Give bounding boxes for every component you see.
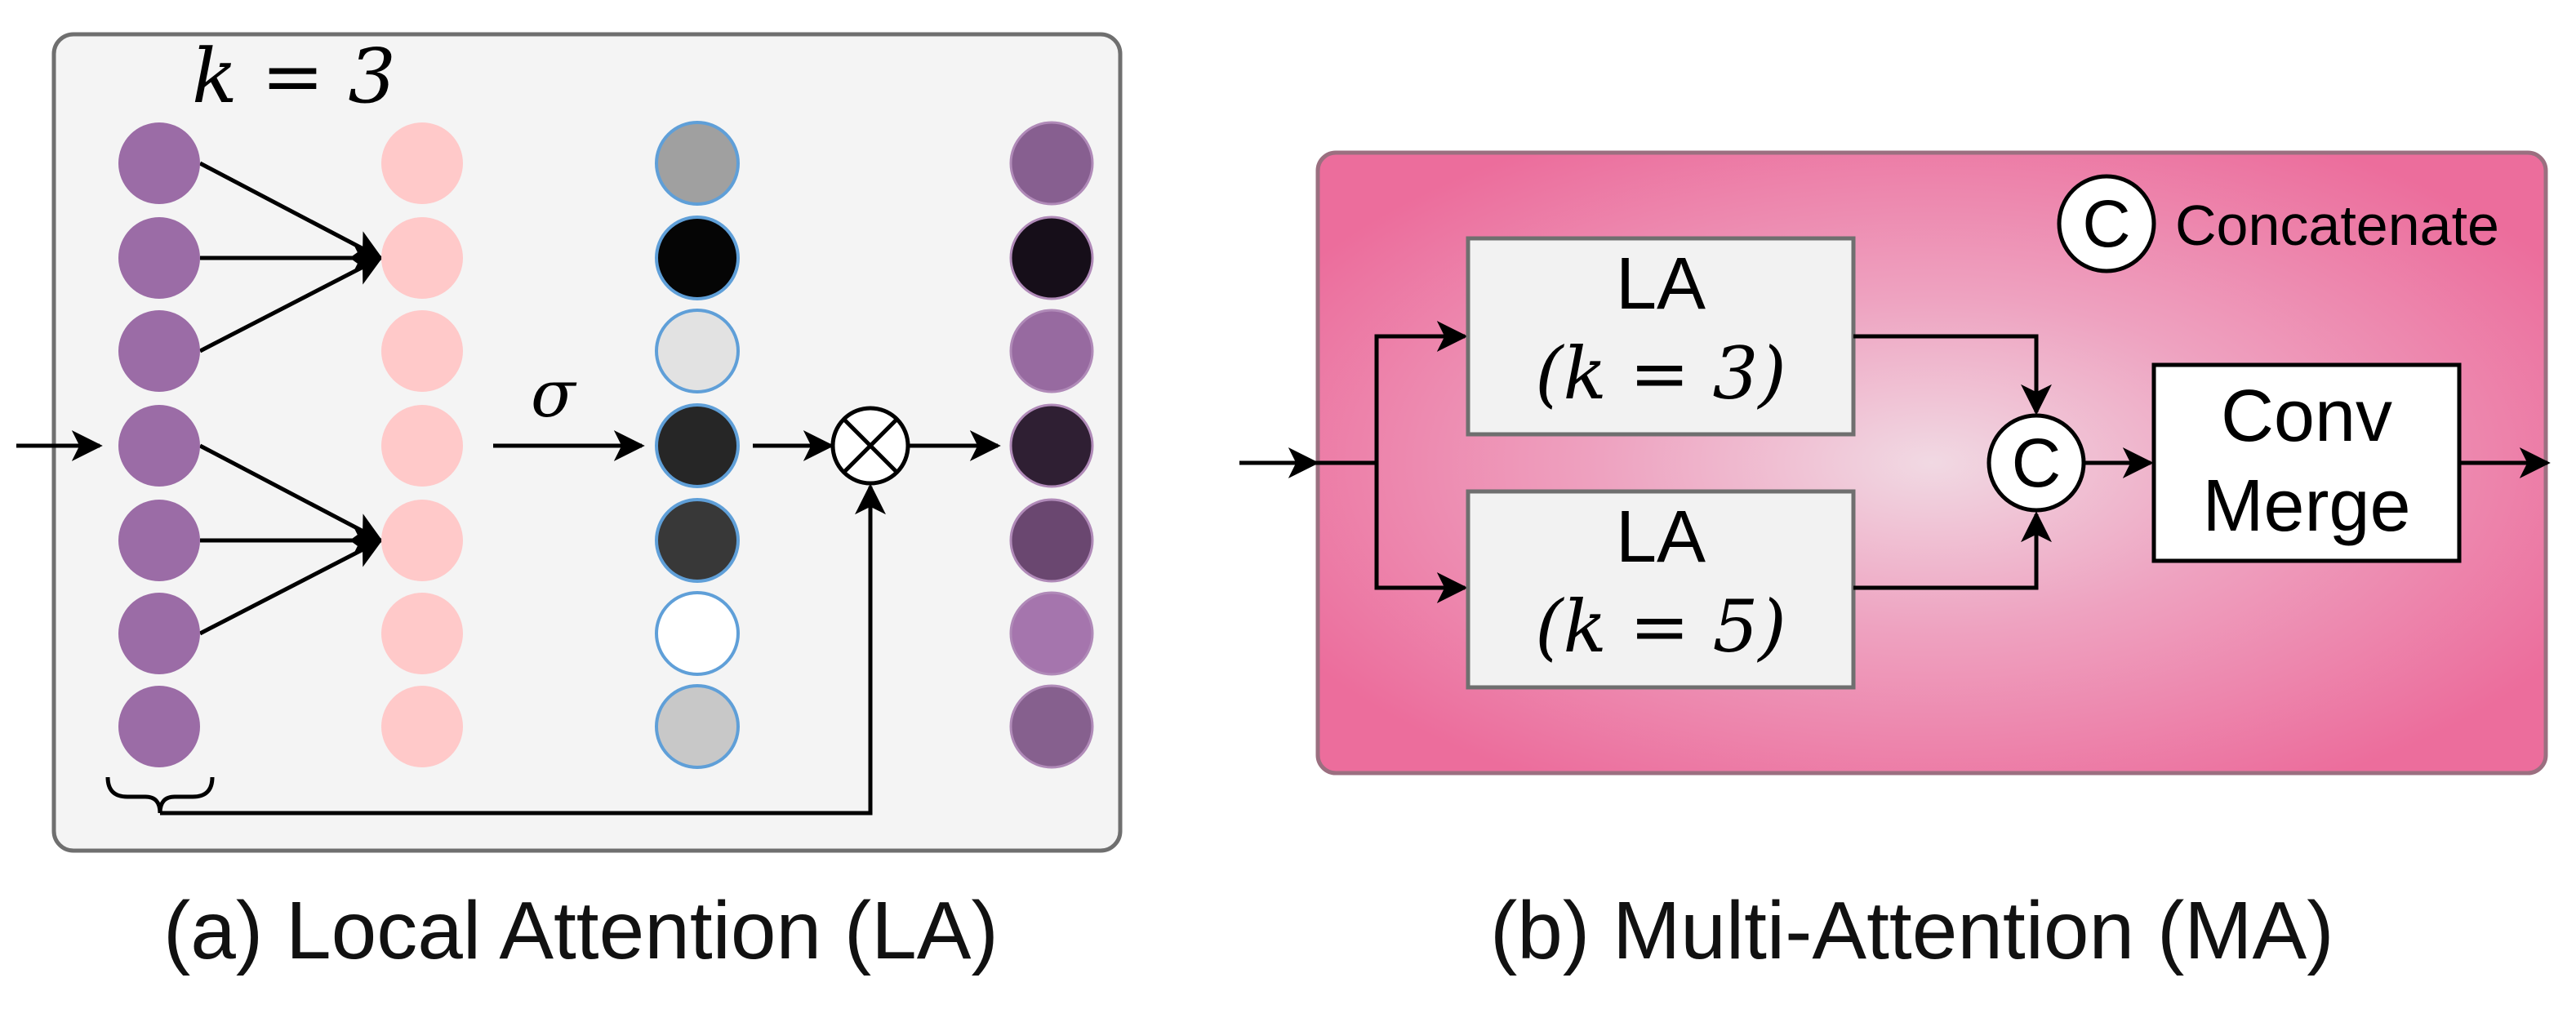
output-feature-node [1009, 498, 1094, 583]
attention-weight-node [655, 216, 740, 300]
local-feature-node [381, 686, 463, 767]
output-feature-column [1009, 121, 1094, 769]
output-feature-node [1009, 216, 1094, 300]
la-k5-param: (k = 5) [1535, 585, 1786, 669]
multiply-icon [830, 406, 910, 486]
residual-connection-arrow [160, 483, 886, 816]
conv-merge-line2: Merge [2202, 465, 2410, 547]
input-feature-node [118, 500, 200, 581]
input-feature-node [118, 122, 200, 204]
attention-weight-node [655, 121, 740, 206]
local-feature-node [381, 593, 463, 674]
sigma-label: σ [531, 356, 577, 432]
conv-merge-line1: Conv [2221, 376, 2392, 457]
la-k5-title: LA [1616, 496, 1706, 578]
split-arrow-bottom [1374, 463, 1468, 603]
fan-in-arrows-top [198, 161, 384, 353]
attention-weight-node [655, 309, 740, 393]
la-k3-title: LA [1616, 243, 1706, 325]
output-feature-node [1009, 121, 1094, 206]
panel-a-frame [51, 32, 1123, 853]
local-feature-node [381, 405, 463, 487]
fan-in-arrows-bottom [198, 443, 384, 636]
input-feature-column [118, 122, 200, 767]
legend-label: Concatenate [2175, 193, 2499, 257]
la-k3-block: LA (k = 3) [1466, 236, 1856, 437]
k-label: k = 3 [192, 33, 396, 120]
caption-local-attention: (a) Local Attention (LA) [163, 885, 999, 976]
local-feature-node [381, 500, 463, 581]
input-feature-node [118, 686, 200, 767]
legend-symbol: C [2082, 187, 2130, 261]
panel-local-attention: k = 3 σ [16, 32, 1123, 853]
local-feature-column [381, 122, 463, 767]
output-feature-node [1009, 684, 1094, 769]
attention-weight-node [655, 498, 740, 583]
local-feature-node [381, 217, 463, 299]
input-feature-node [118, 217, 200, 299]
attention-weight-node [655, 403, 740, 488]
split-arrow-top [1374, 321, 1468, 463]
output-feature-node [1009, 403, 1094, 488]
output-feature-node [1009, 591, 1094, 676]
la-k5-block: LA (k = 5) [1466, 489, 1856, 690]
conv-merge-block: Conv Merge [2151, 362, 2462, 563]
concatenate-legend: C Concatenate [2057, 174, 2499, 273]
attention-weight-node [655, 591, 740, 676]
input-feature-node [118, 593, 200, 674]
la-k5-to-concat-arrow [1853, 511, 2052, 590]
la-k3-to-concat-arrow [1853, 334, 2052, 416]
output-feature-node [1009, 309, 1094, 393]
local-feature-node [381, 122, 463, 204]
concatenate-legend-icon [2057, 174, 2156, 273]
concatenate-icon: C [1987, 413, 2086, 513]
panel-multi-attention: C Concatenate LA (k = 3) LA (k = 5) C [1239, 150, 2551, 776]
caption-multi-attention: (b) Multi-Attention (MA) [1490, 885, 2334, 976]
local-feature-node [381, 310, 463, 392]
input-feature-node [118, 310, 200, 392]
attention-weight-column [655, 121, 740, 769]
attention-weight-node [655, 684, 740, 769]
la-k3-param: (k = 3) [1535, 331, 1786, 416]
concat-symbol: C [2012, 424, 2062, 501]
input-feature-node [118, 405, 200, 487]
